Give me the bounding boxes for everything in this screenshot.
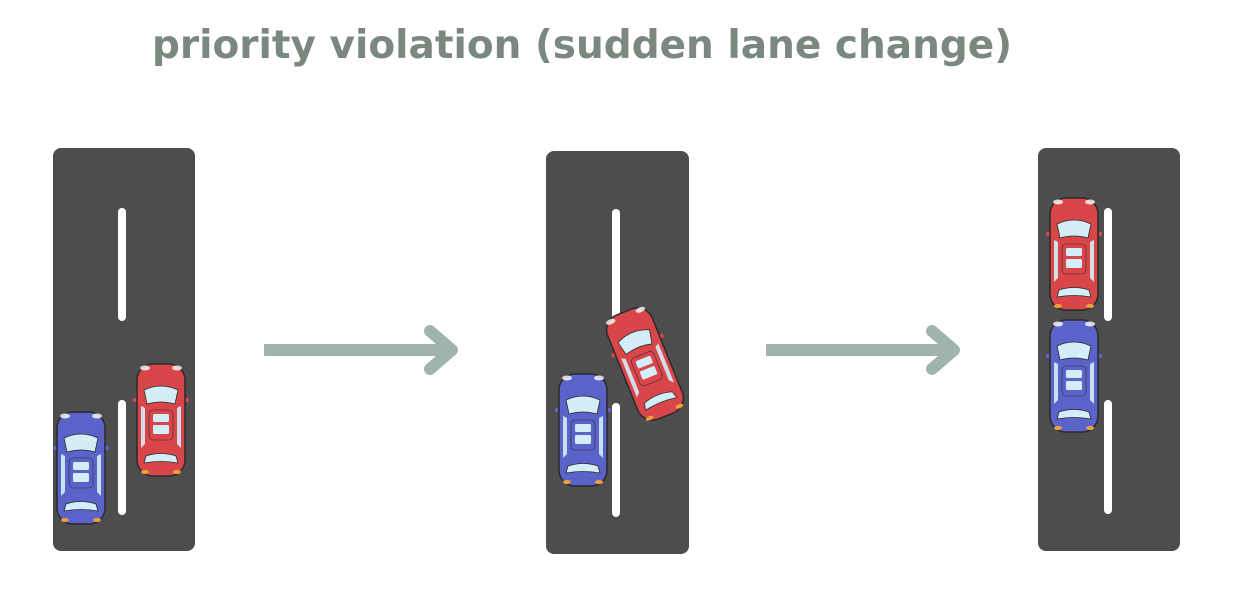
- right-arrow-icon: [264, 325, 458, 375]
- lane-marking: [118, 208, 126, 321]
- lane-marking: [118, 400, 126, 515]
- lane-marking: [1104, 208, 1112, 321]
- lane-marking: [612, 209, 620, 329]
- red-car-icon: [1046, 197, 1102, 311]
- blue-car-icon: [53, 411, 109, 525]
- red-car-icon: [605, 306, 685, 421]
- page-title: priority violation (sudden lane change): [152, 23, 1013, 68]
- blue-car-icon: [1046, 319, 1102, 433]
- lane-marking: [612, 403, 620, 517]
- red-car-icon: [133, 363, 189, 477]
- blue-car-icon: [555, 373, 611, 487]
- right-arrow-icon: [766, 325, 960, 375]
- lane-marking: [1104, 400, 1112, 514]
